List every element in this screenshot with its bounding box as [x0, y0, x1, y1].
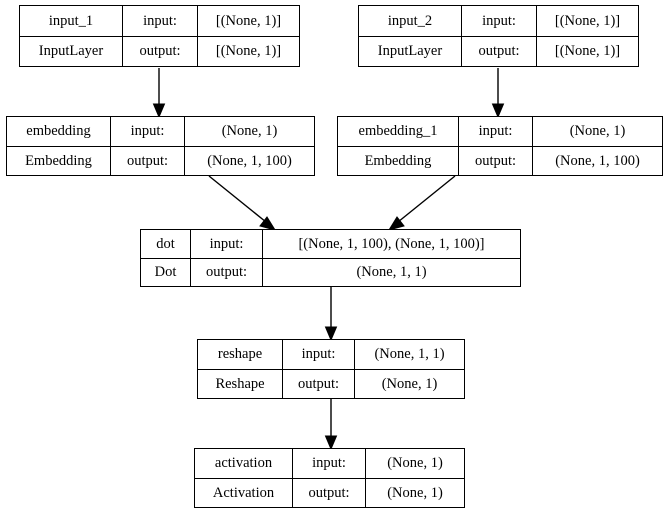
- node-input_1[interactable]: input_1 input: [(None, 1)] InputLayer ou…: [19, 5, 300, 67]
- node-reshape-input-row: reshape input: (None, 1, 1): [198, 340, 464, 370]
- node-input_2-input-row: input_2 input: [(None, 1)]: [359, 6, 638, 37]
- node-activation-output-row: Activation output: (None, 1): [195, 478, 464, 507]
- node-activation-input-shape: (None, 1): [387, 455, 443, 471]
- node-embedding_1-input-row: embedding_1 input: (None, 1): [338, 117, 662, 147]
- node-embedding-output-shape: (None, 1, 100): [207, 152, 292, 169]
- node-embedding_1-input-label: input:: [459, 117, 533, 146]
- node-embedding_1-output-label: output:: [459, 146, 533, 175]
- node-input_1-input-shape: [(None, 1)]: [215, 12, 282, 29]
- node-embedding-output-label: output:: [111, 146, 185, 175]
- node-dot-layer-class: Dot: [141, 258, 191, 286]
- node-dot-output-label: output:: [191, 258, 263, 286]
- node-input_2-layer-name: input_2: [359, 6, 462, 36]
- node-embedding[interactable]: embedding input: (None, 1) Embedding out…: [6, 116, 315, 176]
- node-embedding_1-layer-class: Embedding: [338, 146, 459, 175]
- node-activation-layer-name: activation: [195, 449, 293, 478]
- node-embedding-layer-name: embedding: [7, 117, 111, 146]
- node-embedding_1[interactable]: embedding_1 input: (None, 1) Embedding o…: [337, 116, 663, 176]
- node-input_1-output-row: InputLayer output: [(None, 1)]: [20, 36, 299, 66]
- node-input_1-layer-name: input_1: [20, 6, 123, 36]
- node-reshape-input-shape: (None, 1, 1): [374, 346, 445, 362]
- node-dot-output-row: Dot output: (None, 1, 1): [141, 258, 520, 286]
- node-activation-input-row: activation input: (None, 1): [195, 449, 464, 479]
- node-input_2-layer-class: InputLayer: [359, 36, 462, 66]
- node-input_2-output-label: output:: [462, 36, 537, 66]
- node-embedding_1-input-shape: (None, 1): [569, 123, 626, 139]
- node-activation-layer-class: Activation: [195, 478, 293, 507]
- node-input_2-input-shape: [(None, 1)]: [554, 12, 621, 29]
- node-input_2[interactable]: input_2 input: [(None, 1)] InputLayer ou…: [358, 5, 639, 67]
- node-activation[interactable]: activation input: (None, 1) Activation o…: [194, 448, 465, 508]
- node-reshape-output-row: Reshape output: (None, 1): [198, 369, 464, 398]
- node-activation-output-label: output:: [293, 478, 366, 507]
- node-dot-input-row: dot input: [(None, 1, 100), (None, 1, 10…: [141, 230, 520, 259]
- node-input_1-output-shape: [(None, 1)]: [215, 43, 282, 59]
- node-embedding-input-row: embedding input: (None, 1): [7, 117, 314, 147]
- node-input_1-output-label: output:: [123, 36, 198, 66]
- node-reshape-output-label: output:: [283, 369, 355, 398]
- node-input_2-output-shape: [(None, 1)]: [554, 43, 621, 59]
- node-activation-input-label: input:: [293, 449, 366, 478]
- node-dot-input-label: input:: [191, 230, 263, 258]
- node-embedding_1-output-shape: (None, 1, 100): [555, 152, 640, 169]
- node-embedding-output-row: Embedding output: (None, 1, 100): [7, 146, 314, 175]
- node-embedding-layer-class: Embedding: [7, 146, 111, 175]
- node-dot-input-shape: [(None, 1, 100), (None, 1, 100)]: [298, 235, 485, 252]
- node-reshape-layer-class: Reshape: [198, 369, 283, 398]
- node-embedding-input-label: input:: [111, 117, 185, 146]
- node-input_2-output-row: InputLayer output: [(None, 1)]: [359, 36, 638, 66]
- node-dot-layer-name: dot: [141, 230, 191, 258]
- node-dot-output-shape: (None, 1, 1): [356, 264, 427, 280]
- node-reshape-layer-name: reshape: [198, 340, 283, 369]
- node-input_1-input-label: input:: [123, 6, 198, 36]
- node-reshape-output-shape: (None, 1): [381, 375, 438, 392]
- node-dot[interactable]: dot input: [(None, 1, 100), (None, 1, 10…: [140, 229, 521, 287]
- node-reshape[interactable]: reshape input: (None, 1, 1) Reshape outp…: [197, 339, 465, 399]
- node-activation-output-shape: (None, 1): [387, 484, 443, 501]
- node-embedding_1-layer-name: embedding_1: [338, 117, 459, 146]
- node-embedding_1-output-row: Embedding output: (None, 1, 100): [338, 146, 662, 175]
- node-embedding-input-shape: (None, 1): [221, 123, 278, 139]
- node-input_1-layer-class: InputLayer: [20, 36, 123, 66]
- node-input_2-input-label: input:: [462, 6, 537, 36]
- node-reshape-input-label: input:: [283, 340, 355, 369]
- node-input_1-input-row: input_1 input: [(None, 1)]: [20, 6, 299, 37]
